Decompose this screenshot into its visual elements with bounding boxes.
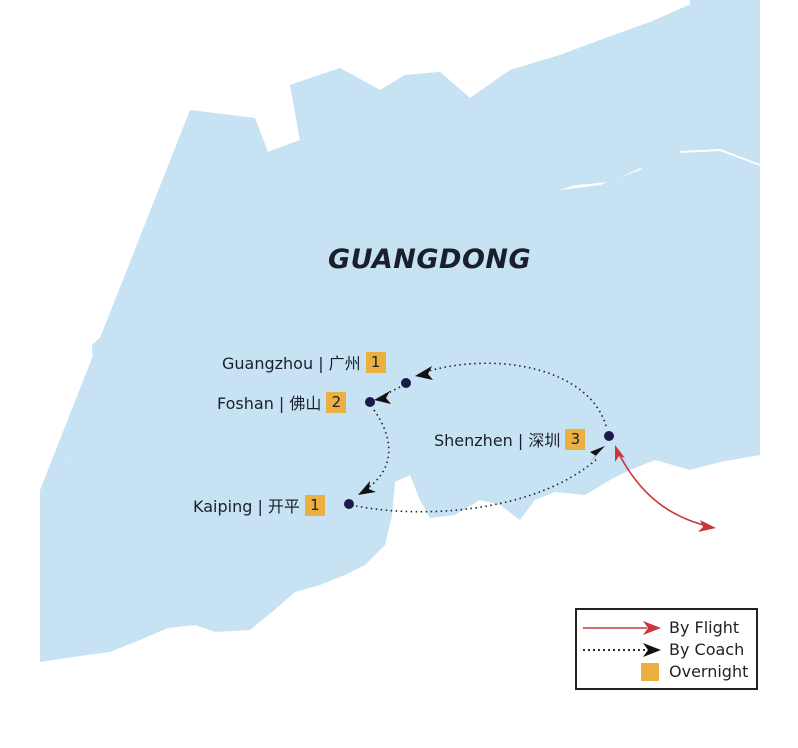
stop-shenzhen[interactable] xyxy=(604,431,614,441)
overnight-swatch-icon xyxy=(641,663,659,681)
flight-arrowhead-end xyxy=(698,520,716,532)
city-label-shenzhen: Shenzhen | 深圳 3 xyxy=(434,427,586,451)
overnight-badge: 2 xyxy=(326,391,347,413)
stop-foshan[interactable] xyxy=(365,397,375,407)
province-border xyxy=(679,148,761,166)
flight-route xyxy=(617,451,713,528)
coach-routes xyxy=(355,362,607,513)
flight-arrowhead-start xyxy=(615,445,625,462)
city-name: Shenzhen | 深圳 xyxy=(434,431,561,450)
stop-guangzhou[interactable] xyxy=(401,378,411,388)
legend: By Flight By Coach Overnight xyxy=(575,608,758,690)
legend-flight: By Flight xyxy=(669,618,740,637)
flight-arrow-icon xyxy=(643,621,661,635)
city-name: Kaiping | 开平 xyxy=(193,497,300,516)
legend-symbols xyxy=(583,621,661,681)
overnight-badge: 1 xyxy=(304,494,325,516)
overnight-badge: 3 xyxy=(565,428,586,450)
legend-overnight: Overnight xyxy=(669,662,749,681)
city-label-foshan: Foshan | 佛山 2 xyxy=(217,390,347,414)
city-label-kaiping: Kaiping | 开平 1 xyxy=(193,493,325,517)
region-label: GUANGDONG xyxy=(328,244,532,275)
city-label-guangzhou: Guangzhou | 广州 1 xyxy=(222,350,386,374)
stop-kaiping[interactable] xyxy=(344,499,354,509)
legend-coach: By Coach xyxy=(669,640,745,659)
overnight-badge: 1 xyxy=(365,351,386,373)
land-main xyxy=(40,20,760,662)
coach-arrow-icon xyxy=(643,643,661,657)
coach-arrowheads xyxy=(358,366,605,495)
land-northeast xyxy=(690,0,760,162)
city-name: Foshan | 佛山 xyxy=(217,394,322,413)
city-name: Guangzhou | 广州 xyxy=(222,354,361,373)
